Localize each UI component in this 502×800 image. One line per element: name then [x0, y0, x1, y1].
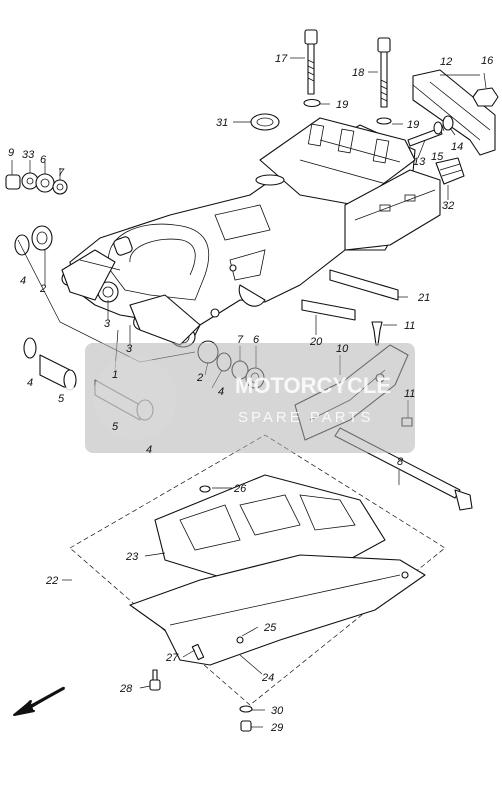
- callout-14: 14: [451, 141, 463, 153]
- callout-16: 16: [481, 55, 494, 67]
- callout-6a: 6: [40, 154, 47, 166]
- bolt-28: [149, 669, 161, 691]
- collar-5-left: [23, 337, 77, 391]
- callout-3b: 3: [126, 343, 133, 355]
- watermark-logo-text: MSP: [12, 382, 84, 415]
- callout-7a: 7: [58, 167, 65, 179]
- callout-3a: 3: [104, 318, 111, 330]
- callout-11a: 11: [404, 320, 415, 332]
- callout-25: 25: [263, 622, 277, 634]
- washer-14-15: [433, 115, 454, 135]
- callout-19-lower: 19: [407, 119, 419, 131]
- bracket-20-21: [301, 269, 399, 321]
- callout-2a: 2: [39, 283, 46, 295]
- callout-17: 17: [275, 53, 288, 65]
- callout-29: 29: [270, 722, 283, 734]
- callout-30: 30: [271, 705, 284, 717]
- callout-1: 1: [112, 369, 118, 381]
- callout-13: 13: [413, 156, 426, 168]
- callout-21: 21: [417, 292, 430, 304]
- bolt-18: [377, 37, 391, 108]
- adjuster-bolt-13: [407, 127, 443, 147]
- callout-18: 18: [352, 67, 365, 79]
- front-direction-arrow-icon: [13, 686, 65, 716]
- callout-33: 33: [22, 149, 35, 161]
- washer-19: [303, 98, 392, 125]
- callout-19-upper: 19: [336, 99, 348, 111]
- callout-12: 12: [440, 56, 452, 68]
- callout-20: 20: [309, 336, 323, 348]
- callout-labels: 17 18 19 19 12 16 31 13 15 14 32 9 33 6 …: [8, 53, 494, 734]
- callout-4a: 4: [20, 275, 26, 287]
- callout-11b: 11: [404, 388, 415, 400]
- callout-26: 26: [233, 483, 247, 495]
- flange-nut-16: [472, 87, 499, 107]
- callout-5b: 5: [112, 421, 119, 433]
- callout-7b: 7: [237, 334, 244, 346]
- callout-23: 23: [125, 551, 139, 563]
- callout-32: 32: [442, 200, 454, 212]
- mud-plate-12: [412, 69, 496, 156]
- cap-32: [435, 157, 465, 185]
- callout-28: 28: [119, 683, 133, 695]
- swingarm: [61, 117, 441, 348]
- callout-4c: 4: [146, 444, 152, 456]
- callout-4b: 4: [27, 377, 33, 389]
- callout-2b: 2: [196, 372, 203, 384]
- callout-5a: 5: [58, 393, 65, 405]
- callout-31: 31: [216, 117, 228, 129]
- callout-9: 9: [8, 147, 14, 159]
- callout-22: 22: [45, 575, 58, 587]
- watermark-brand: MOTORCYCLE: [235, 373, 391, 398]
- bolt-17: [304, 29, 318, 95]
- callout-24: 24: [261, 672, 274, 684]
- left-bearing-set: [5, 172, 68, 256]
- watermark-sub: SPARE PARTS: [238, 409, 374, 426]
- watermark: MSP MOTORCYCLE SPARE PARTS: [12, 343, 415, 453]
- callout-15: 15: [431, 151, 444, 163]
- callout-6b: 6: [253, 334, 260, 346]
- chain-case-assembly: [69, 434, 446, 706]
- bolt-29-30: [239, 705, 253, 732]
- callout-27: 27: [165, 652, 179, 664]
- seal-31: [250, 113, 280, 131]
- callout-8: 8: [397, 456, 404, 468]
- callout-10: 10: [336, 343, 349, 355]
- callout-4d: 4: [218, 386, 224, 398]
